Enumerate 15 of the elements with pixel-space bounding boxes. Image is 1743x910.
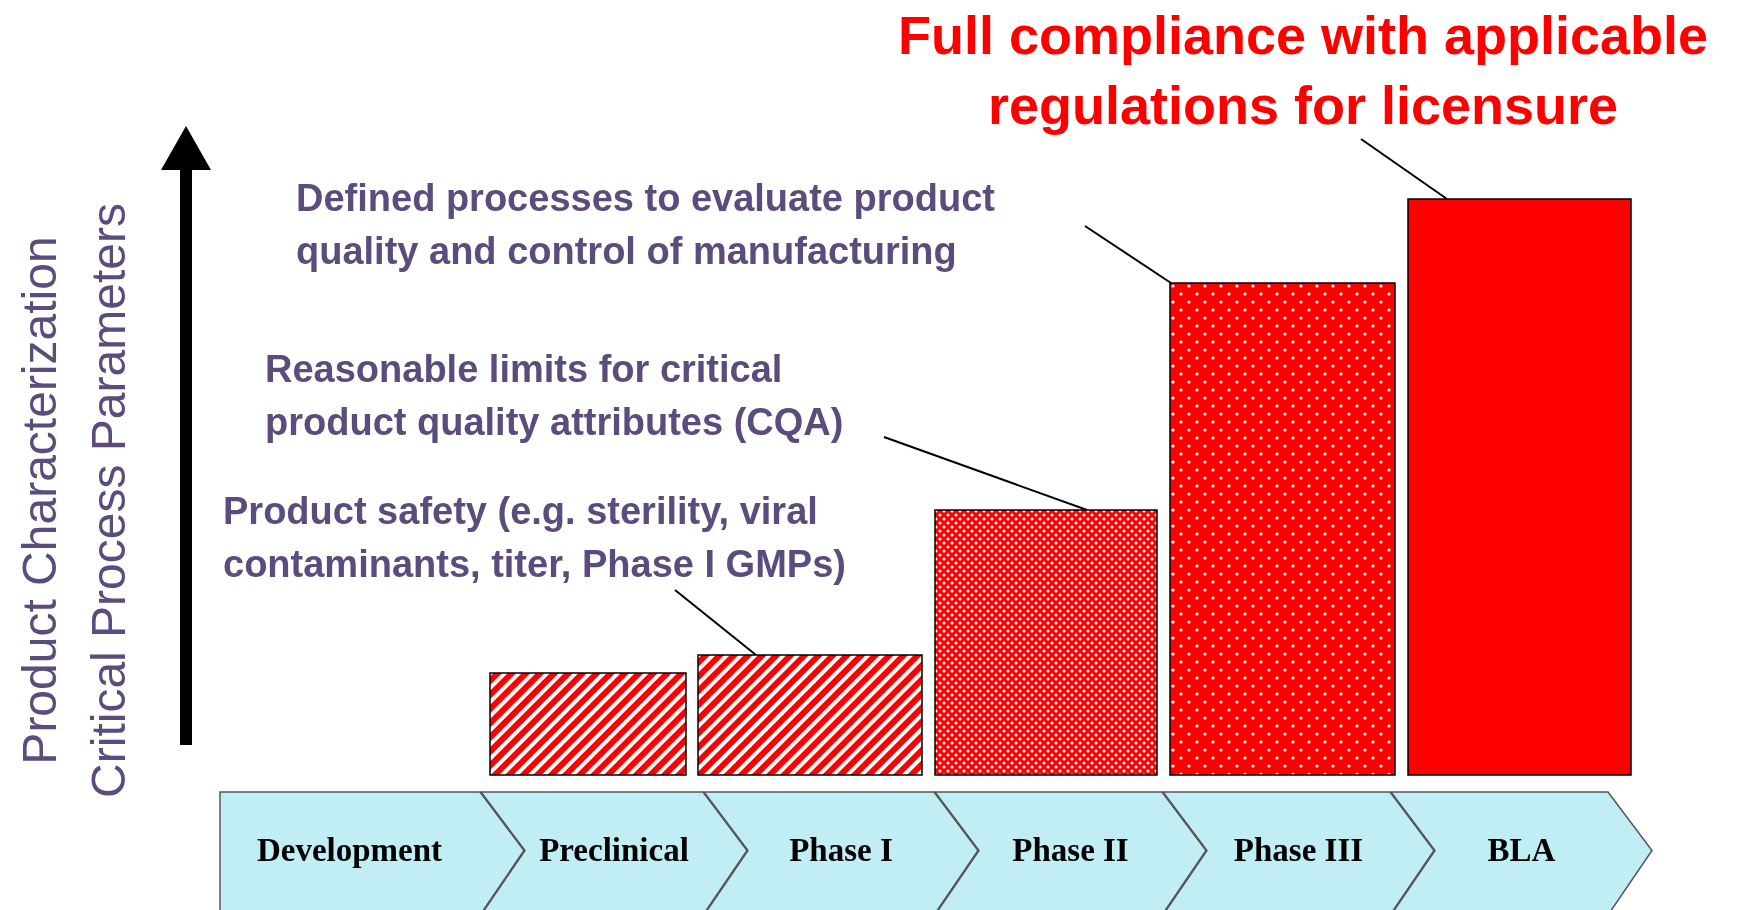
callout-text: Reasonable limits for critical product quality attributes (CQA) <box>265 343 885 449</box>
callout-text: Defined processes to evaluate product quality and control of manufacturing <box>296 172 1086 278</box>
bar <box>1407 198 1632 776</box>
leader-line <box>1084 225 1172 284</box>
axis-label: Critical Process Parameters <box>80 202 136 798</box>
bar <box>489 672 687 776</box>
leader-line <box>883 436 1088 511</box>
bar <box>934 509 1158 776</box>
callout-text: Product safety (e.g. sterility, viral contaminants, titer, Phase I GMPs) <box>223 485 878 591</box>
leader-line <box>1360 138 1448 200</box>
leader-line <box>674 589 757 656</box>
bar <box>1169 282 1396 776</box>
axis-label: Product Characterization <box>11 235 67 765</box>
callout-text: Full compliance with applicable regulations for licensure <box>858 0 1743 140</box>
bar <box>697 654 923 776</box>
